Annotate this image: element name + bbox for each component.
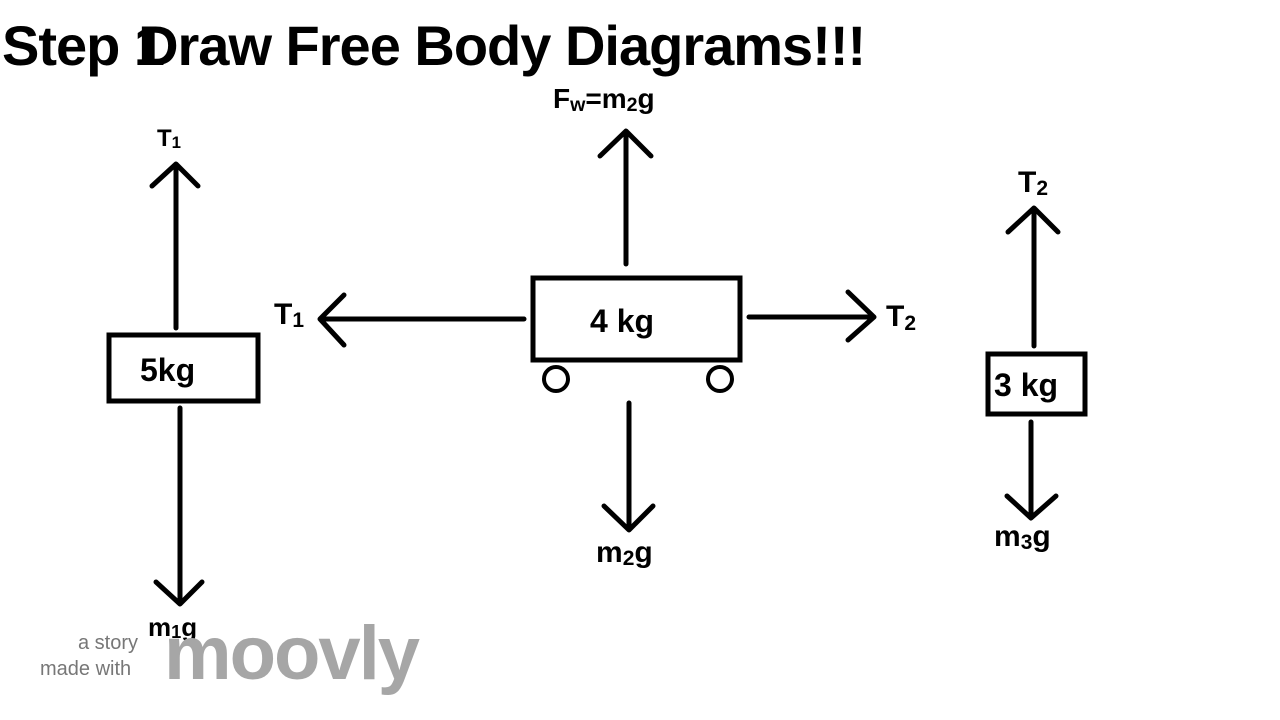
center-up-force-label: Fw=m2g — [553, 83, 655, 116]
page-title: Step 1Draw Free Body Diagrams!!! — [2, 8, 866, 84]
center-left-force-label: T1 — [274, 298, 304, 332]
right-down-arrowhead — [1004, 493, 1059, 521]
cart-wheel-left — [542, 365, 570, 393]
center-down-force-label: m2g — [596, 536, 653, 570]
left-up-arrowhead — [149, 161, 201, 189]
center-body-diagram: Fw=m2g 4 kg T1 T2 m2g — [274, 83, 916, 570]
left-body-box — [106, 332, 261, 404]
center-right-arrowhead — [845, 289, 877, 343]
watermark-line-2: made with — [40, 658, 132, 680]
moovly-logo: moovly — [164, 611, 420, 696]
cart-wheel-right — [706, 365, 734, 393]
watermark-line-1: a story — [78, 632, 139, 654]
title-text: Draw Free Body Diagrams!!! — [138, 14, 866, 77]
center-left-arrowhead — [317, 292, 347, 348]
left-down-force-label: m1g — [148, 612, 197, 642]
left-body-mass-label: 5kg — [140, 352, 195, 388]
left-up-force-label: T1 — [157, 125, 181, 152]
center-right-force-label: T2 — [886, 300, 916, 335]
right-down-force-label: m3g — [994, 520, 1051, 554]
left-down-arrowhead — [153, 579, 205, 607]
right-body-diagram: T2 3 kg m3g — [985, 166, 1088, 554]
center-up-arrowhead — [597, 128, 654, 159]
right-body-box — [985, 351, 1088, 417]
center-body-box — [530, 275, 743, 363]
right-up-force-label: T2 — [1018, 166, 1048, 200]
center-down-arrowhead — [601, 503, 656, 533]
right-body-mass-label: 3 kg — [994, 367, 1058, 403]
left-body-diagram: T1 5kg m1g — [106, 125, 261, 642]
moovly-watermark: a story made with moovly — [40, 611, 440, 708]
center-body-mass-label: 4 kg — [590, 303, 654, 339]
step-label: Step 1 — [2, 14, 165, 77]
right-up-arrowhead — [1005, 205, 1061, 235]
